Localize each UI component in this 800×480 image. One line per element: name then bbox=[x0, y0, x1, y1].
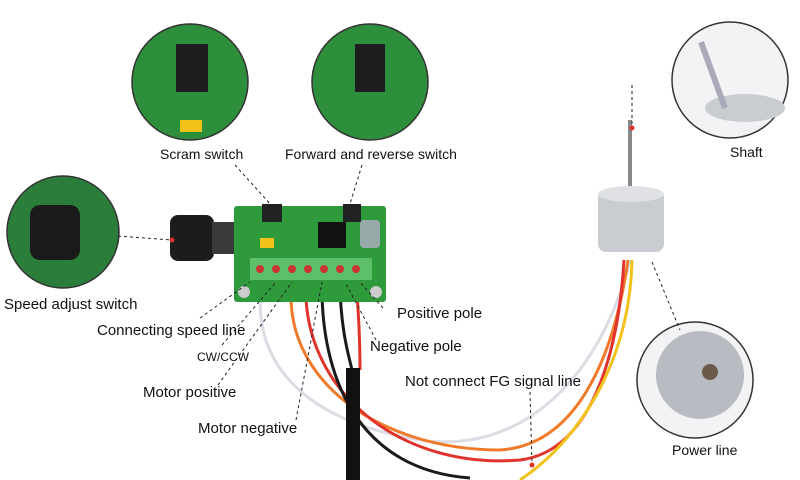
label-not-connect-fg: Not connect FG signal line bbox=[405, 373, 581, 390]
power-cable bbox=[346, 368, 360, 480]
wire-orange bbox=[289, 259, 630, 452]
speed-knob bbox=[170, 215, 214, 261]
label-forward-reverse-switch: Forward and reverse switch bbox=[285, 146, 457, 162]
wire-yellow bbox=[519, 259, 634, 480]
label-negative-pole: Negative pole bbox=[370, 338, 462, 355]
label-motor-positive: Motor positive bbox=[143, 384, 237, 401]
label-cw-ccw: CW/CCW bbox=[197, 350, 249, 364]
label-positive-pole: Positive pole bbox=[397, 305, 483, 322]
leader-lines bbox=[117, 85, 681, 466]
label-speed-adjust-switch: Speed adjust switch bbox=[4, 296, 138, 313]
motor-shaft bbox=[628, 120, 632, 200]
label-connecting-speed-line: Connecting speed line bbox=[97, 322, 246, 339]
label-scram-switch: Scram switch bbox=[160, 146, 244, 162]
label-power-line: Power line bbox=[672, 442, 738, 458]
label-shaft: Shaft bbox=[730, 144, 763, 160]
label-motor-negative: Motor negative bbox=[198, 420, 298, 437]
terminal-screws bbox=[256, 265, 360, 273]
callout-circles bbox=[6, 21, 789, 439]
wire-red-motor bbox=[304, 259, 626, 463]
motor-body bbox=[598, 190, 664, 252]
